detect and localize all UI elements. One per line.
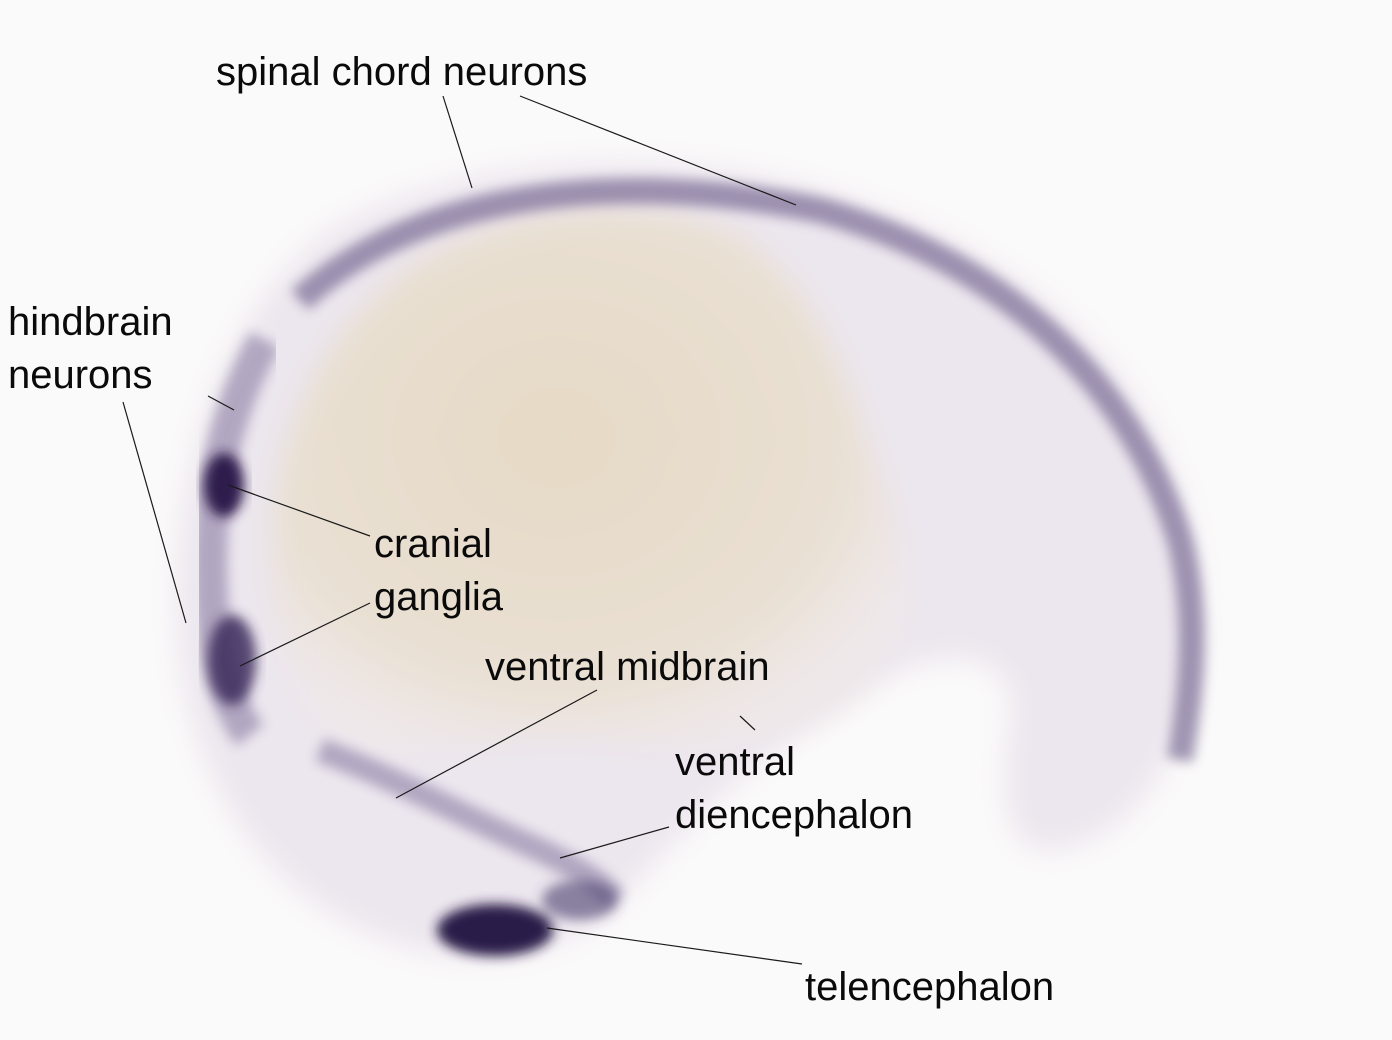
- label-spinal-chord-neurons: spinal chord neurons: [216, 46, 587, 99]
- label-line: telencephalon: [805, 965, 1055, 1009]
- label-line: hindbrain: [8, 300, 173, 344]
- label-hindbrain-neurons: hindbrain neurons: [8, 296, 173, 402]
- leader-midbrain: [395, 689, 598, 799]
- leader-cranial-1: [227, 484, 371, 537]
- hindbrain-stain: [193, 331, 280, 746]
- label-line: cranial: [374, 522, 492, 566]
- label-cranial-ganglia: cranial ganglia: [374, 518, 503, 624]
- yolk: [271, 210, 907, 752]
- leader-hindbrain-1: [207, 395, 235, 411]
- telencephalon-stain: [437, 880, 618, 956]
- leader-lines: [122, 95, 803, 965]
- leader-spinal-1: [442, 95, 473, 189]
- leader-hindbrain-2: [122, 401, 187, 624]
- leader-telenceph: [546, 927, 803, 965]
- telencephalon-blob: [437, 904, 553, 956]
- leader-dienceph-2: [559, 826, 670, 859]
- leader-cranial-2: [239, 602, 371, 667]
- leader-dienceph-1: [739, 715, 756, 731]
- label-line: diencephalon: [675, 793, 913, 837]
- yolk-mass: [271, 210, 907, 752]
- cranial-ganglia-upper: [204, 453, 244, 517]
- label-line: neurons: [8, 353, 153, 397]
- label-telencephalon: telencephalon: [805, 961, 1054, 1014]
- label-ventral-midbrain: ventral midbrain: [485, 641, 770, 694]
- cranial-ganglia-lower: [208, 615, 256, 705]
- label-line: ventral midbrain: [485, 645, 770, 689]
- label-line: ventral: [675, 740, 796, 784]
- label-line: spinal chord neurons: [216, 50, 588, 94]
- leader-spinal-2: [519, 95, 797, 206]
- spinal-stain: [291, 178, 1205, 763]
- label-line: ganglia: [374, 575, 504, 619]
- midbrain-stain: [315, 738, 625, 908]
- label-ventral-diencephalon: ventral diencephalon: [675, 736, 913, 842]
